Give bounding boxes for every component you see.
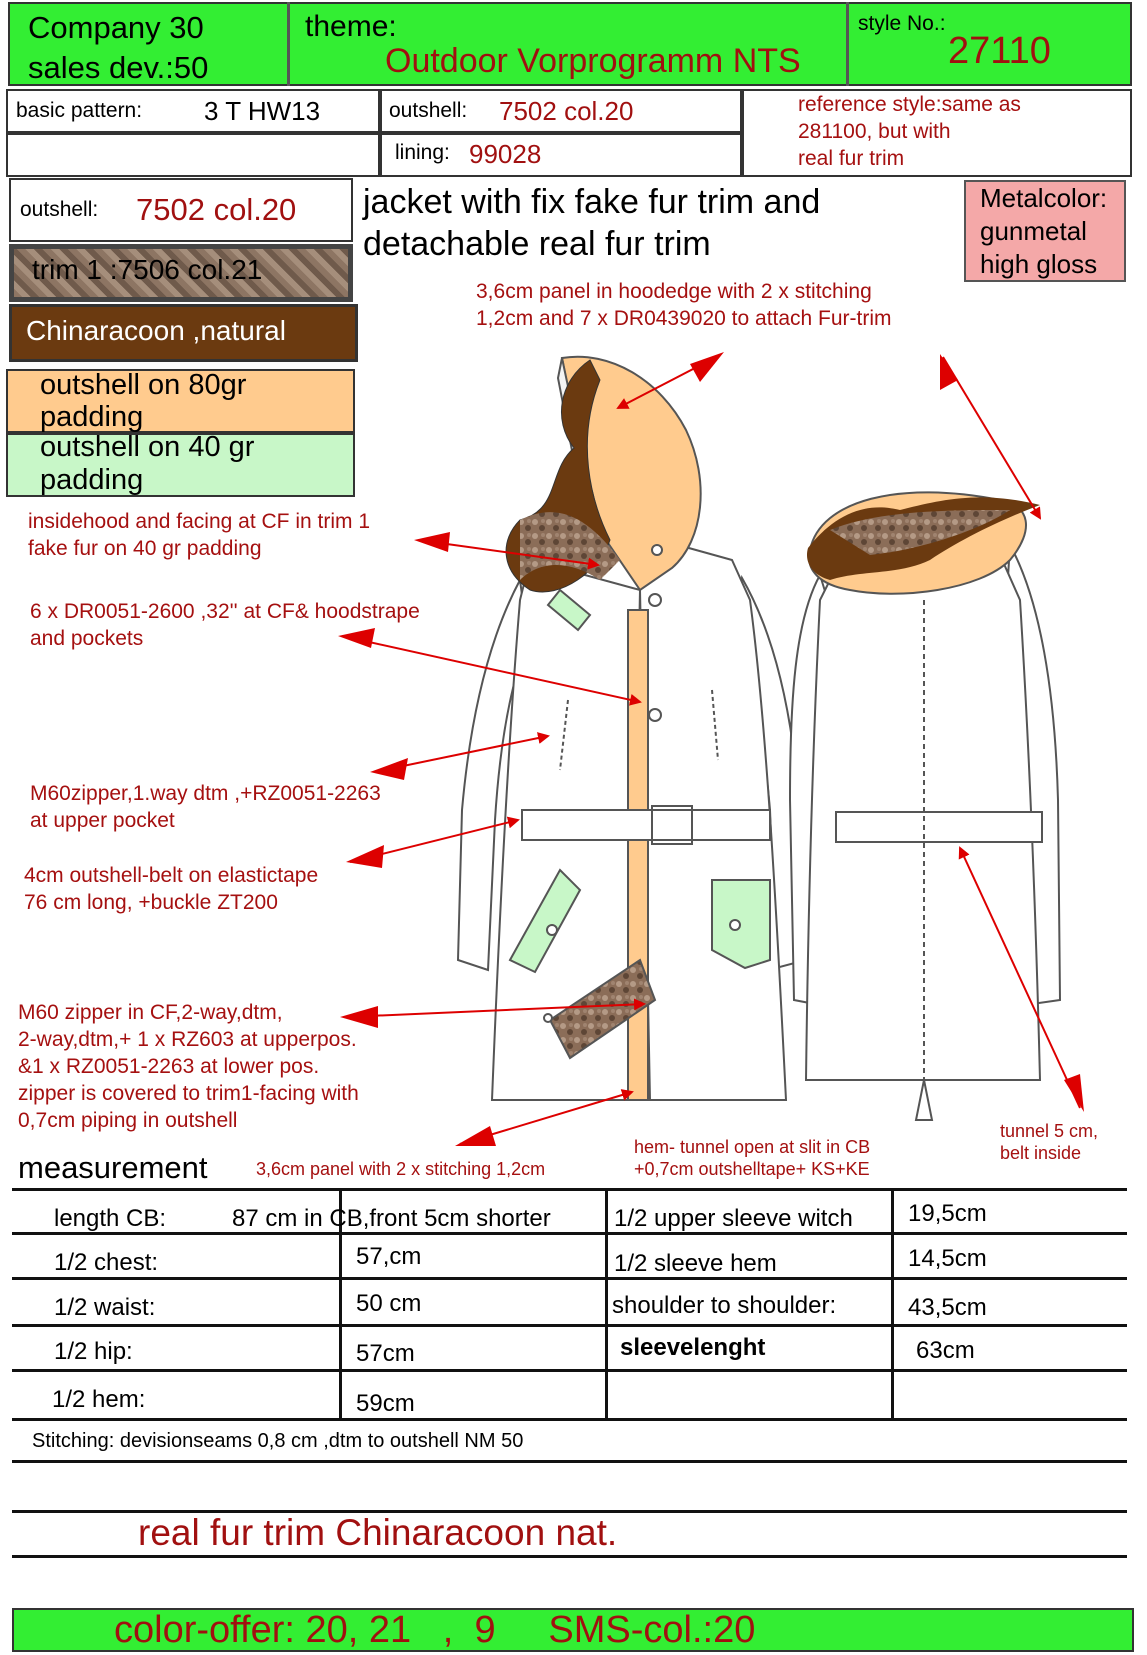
note-m60zipper: M60zipper,1.way dtm ,+RZ0051-2263 at upp… [30, 782, 381, 832]
outshell-info-value: 7502 col.20 [499, 96, 634, 126]
legend-fur-label: Chinaracoon ,natural [26, 315, 286, 346]
measure-value: 57cm [356, 1340, 415, 1367]
legend-fur-swatch [9, 304, 358, 362]
table-rule [12, 1510, 1127, 1513]
measure-label: 1/2 hem: [52, 1386, 146, 1413]
table-rule [12, 1369, 1127, 1372]
table-col-divider [891, 1188, 894, 1418]
measure-value: 63cm [916, 1337, 975, 1364]
table-rule [12, 1232, 1127, 1235]
back-fake-fur [830, 510, 1010, 555]
legend-padding80-label: outshell on 80gr padding [40, 369, 247, 433]
table-rule [12, 1188, 1127, 1191]
legend-trim1-swatch [9, 244, 353, 302]
outshell-info-label: outshell: [389, 99, 468, 122]
table-rule [12, 1324, 1127, 1327]
measure-label: length CB: [54, 1205, 167, 1232]
measure-value: 50 cm [356, 1290, 422, 1317]
measure-label: sleevelenght [620, 1334, 766, 1361]
header-divider [846, 2, 849, 86]
back-jacket [788, 541, 1062, 1121]
note-cf-zipper: M60 zipper in CF,2-way,dtm, 2-way,dtm,+ … [18, 1001, 359, 1132]
reference-box [742, 89, 1132, 177]
measure-value: 14,5cm [908, 1245, 987, 1272]
legend-padding40-swatch [6, 433, 355, 497]
basic-pattern-box [6, 89, 380, 133]
theme-value: Outdoor Vorprogramm NTS [385, 42, 801, 80]
lining-box [380, 133, 742, 177]
note-belt: 4cm outshell-belt on elastictape 76 cm l… [24, 864, 319, 914]
lining-value: 99028 [469, 139, 542, 169]
legend-padding80-swatch [6, 369, 355, 433]
measure-label: 1/2 waist: [54, 1294, 156, 1321]
measure-label: 1/2 chest: [54, 1249, 159, 1276]
note-insidehood: insidehood and facing at CF in trim 1 fa… [28, 510, 371, 560]
table-rule [12, 1460, 1127, 1463]
legend-outshell-value: 7502 col.20 [136, 192, 297, 227]
style-value: 27110 [948, 30, 1051, 72]
table-rule [12, 1418, 1127, 1421]
note-tunnel: tunnel 5 cm, belt inside [1000, 1121, 1099, 1163]
note-panel: 3,6cm panel with 2 x stitching 1,2cm [256, 1159, 546, 1179]
stitching-note: Stitching: devisionseams 0,8 cm ,dtm to … [32, 1430, 524, 1452]
header-divider [287, 2, 290, 86]
table-rule [12, 1555, 1127, 1558]
front-jacket [456, 355, 808, 1101]
legend-padding40-label: outshell on 40 gr padding [40, 431, 255, 496]
theme-label: theme: [305, 10, 397, 43]
measure-value: 59cm [356, 1390, 415, 1417]
legend-outshell-label: outshell: [20, 198, 99, 221]
lining-label: lining: [395, 141, 450, 164]
measure-label: shoulder to shoulder: [612, 1292, 837, 1319]
header-bar [8, 2, 1132, 86]
note-hoodedge: 3,6cm panel in hoodedge with 2 x stitchi… [476, 280, 892, 330]
measure-label: 1/2 upper sleeve witch [614, 1205, 853, 1232]
measure-label: 1/2 hip: [54, 1338, 133, 1365]
measure-value: 87 cm in CB,front 5cm shorter [232, 1205, 551, 1232]
measure-label: 1/2 sleeve hem [614, 1250, 777, 1277]
note-hem: hem- tunnel open at slit in CB +0,7cm ou… [634, 1137, 871, 1179]
measure-value: 57,cm [356, 1243, 422, 1270]
empty-info-box [6, 133, 380, 177]
metalcolor-box: Metalcolor: gunmetal high gloss [964, 180, 1126, 282]
style-label: style No.: [858, 12, 946, 35]
table-col-divider [339, 1188, 342, 1418]
callout-arrowheads [338, 352, 1084, 1146]
outshell-info-box [380, 89, 742, 133]
measurement-title: measurement [18, 1150, 208, 1185]
measure-value: 43,5cm [908, 1294, 987, 1321]
fur-trim-note: real fur trim Chinaracoon nat. [138, 1512, 618, 1553]
legend-outshell-box [9, 178, 353, 242]
color-offer: color-offer: 20, 21 , 9 SMS-col.:20 [114, 1609, 756, 1651]
legend-trim1-label: trim 1 :7506 col.21 [32, 254, 263, 285]
basic-pattern-value: 3 T HW13 [204, 96, 321, 126]
note-dr0051: 6 x DR0051-2600 ,32'' at CF& hoodstrape … [30, 600, 420, 650]
sales-dev-label: sales dev.:50 [28, 50, 209, 85]
basic-pattern-label: basic pattern: [16, 99, 143, 122]
table-rule [12, 1277, 1127, 1280]
table-col-divider [605, 1188, 608, 1418]
footer-bar [12, 1608, 1134, 1652]
measure-value: 19,5cm [908, 1200, 987, 1227]
company-label: Company 30 [28, 10, 204, 45]
description-title: jacket with fix fake fur trim and detach… [363, 183, 821, 263]
reference-note: reference style:same as 281100, but with… [798, 93, 1021, 170]
